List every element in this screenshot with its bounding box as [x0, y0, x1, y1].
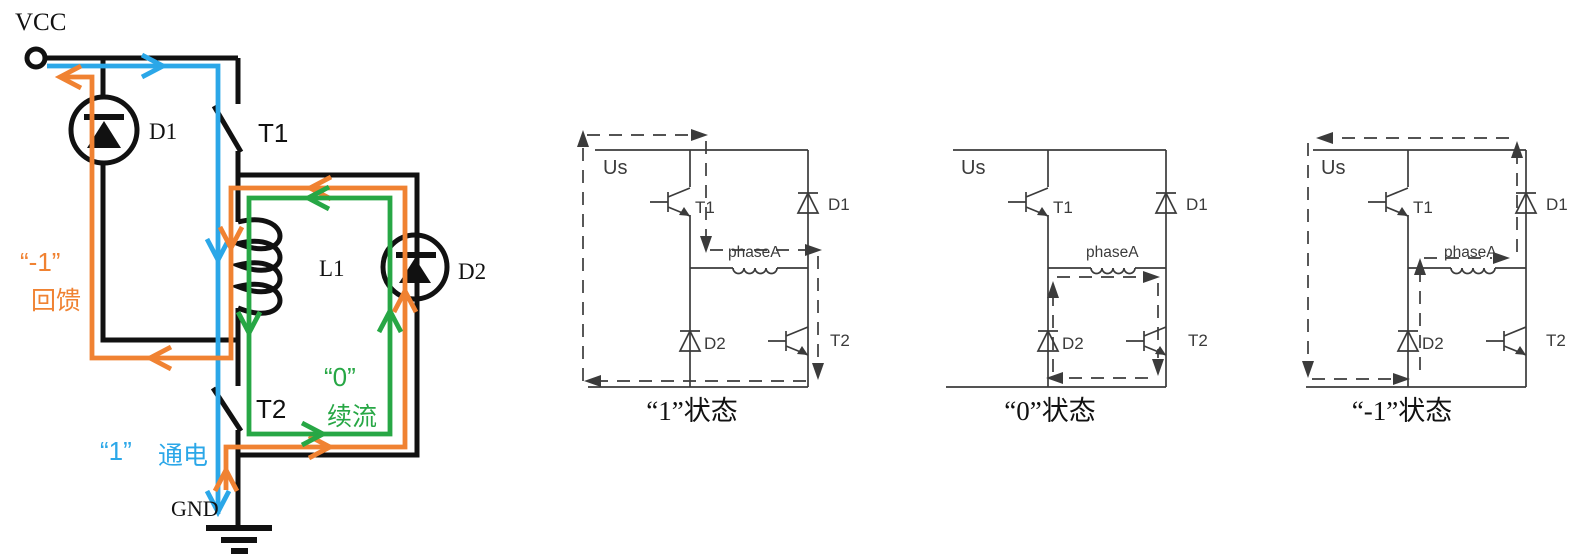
state-diagram-2: Us T1 D1 phaseA D2 T2 “0”状态 — [946, 149, 1208, 426]
t1-transistor — [1368, 187, 1409, 217]
arrow-down-icon — [700, 236, 712, 253]
caption: “1”状态 — [646, 396, 737, 426]
l1-label: L1 — [319, 256, 345, 281]
arrow-left-icon — [302, 184, 331, 212]
d1-label: D1 — [1546, 195, 1568, 214]
phase-winding — [732, 267, 778, 275]
t1-label: T1 — [1053, 198, 1073, 217]
arrow-left-icon — [54, 63, 83, 91]
l1-inductor — [229, 217, 283, 316]
left-diagram: VCC D1 T1 L1 D2 T2 GND “-1” 回馈 “0” 续流 “1… — [15, 9, 486, 554]
gnd-label: GND — [171, 496, 219, 521]
arrow-right-icon — [805, 244, 822, 256]
current-path-dashed — [577, 129, 824, 387]
t2-label: T2 — [1188, 331, 1208, 350]
t1-label: T1 — [1413, 198, 1433, 217]
arrow-right-icon — [1493, 252, 1510, 264]
phase-winding — [1090, 267, 1136, 275]
energize-name-label: 通电 — [158, 442, 208, 470]
solid-circuit — [946, 149, 1167, 388]
d2-label: D2 — [458, 259, 486, 284]
t2-transistor — [768, 326, 809, 356]
d1-diode — [68, 94, 140, 166]
t2-transistor — [1126, 326, 1167, 356]
us-label: Us — [1321, 157, 1345, 179]
arrow-up-icon — [376, 305, 404, 334]
arrow-up-icon — [1511, 141, 1523, 158]
t2-label: T2 — [830, 331, 850, 350]
us-label: Us — [603, 157, 627, 179]
arrow-left-icon — [1046, 372, 1063, 384]
arrow-down-icon — [235, 310, 263, 339]
arrow-right-icon — [300, 420, 329, 448]
arrow-left-icon — [144, 344, 173, 372]
freewheel-state-label: “0” — [324, 362, 356, 392]
t1-label: T1 — [695, 198, 715, 217]
arrow-down-icon — [812, 363, 824, 380]
arrow-up-icon — [1414, 258, 1426, 275]
t2-label: T2 — [256, 394, 286, 424]
arrow-right-icon — [691, 129, 708, 141]
caption: “0”状态 — [1004, 396, 1095, 426]
d2-diode — [678, 329, 702, 352]
caption: “-1”状态 — [1352, 396, 1452, 426]
energize-state-label: “1” — [100, 436, 132, 466]
d2-diode — [1396, 329, 1420, 352]
state-diagram-1: Us T1 D1 phaseA D2 T2 “1”状态 — [577, 129, 850, 426]
arrow-up-icon — [212, 464, 240, 493]
phase-label: phaseA — [1086, 244, 1139, 261]
t2-transistor — [1486, 326, 1527, 356]
solid-circuit — [1306, 149, 1527, 388]
arrow-left-icon — [1316, 132, 1333, 144]
arrow-down-icon — [1152, 359, 1164, 376]
arrow-down-icon — [204, 489, 232, 518]
freewheel-path — [235, 184, 404, 448]
arrow-right-icon — [140, 52, 169, 80]
d1-diode — [1154, 191, 1178, 214]
t1-label: T1 — [258, 118, 288, 148]
arrow-right-icon — [1143, 271, 1160, 283]
t2-label: T2 — [1546, 331, 1566, 350]
ground-symbol — [206, 525, 272, 554]
d1-diode — [796, 191, 820, 214]
d1-label: D1 — [149, 119, 177, 144]
arrow-up-icon — [577, 130, 589, 147]
current-path-dashed — [1046, 271, 1164, 384]
d1-label: D1 — [1186, 195, 1208, 214]
feedback-state-label: “-1” — [20, 247, 60, 277]
phase-label: phaseA — [1444, 244, 1497, 261]
d2-label: D2 — [1062, 334, 1084, 353]
feedback-name-label: 回馈 — [31, 287, 81, 315]
arrow-down-icon — [204, 237, 232, 266]
d2-label: D2 — [1422, 334, 1444, 353]
arrow-up-icon — [391, 285, 419, 314]
arrow-up-icon — [1047, 281, 1059, 298]
arrow-down-icon — [217, 225, 245, 254]
arrow-left-icon — [584, 375, 601, 387]
vcc-terminal — [24, 46, 48, 70]
current-path-dashed — [1302, 132, 1523, 385]
d1-label: D1 — [828, 195, 850, 214]
phase-label: phaseA — [728, 244, 781, 261]
energize-path — [47, 52, 232, 518]
state-diagram-3: Us T1 D1 phaseA D2 T2 “-1”状态 — [1302, 132, 1568, 426]
freewheel-name-label: 续流 — [327, 403, 377, 431]
phase-winding — [1450, 267, 1496, 275]
us-label: Us — [961, 157, 985, 179]
d1-diode — [1514, 191, 1538, 214]
solid-circuit — [588, 149, 809, 388]
d2-label: D2 — [704, 334, 726, 353]
t1-transistor — [650, 187, 691, 217]
arrow-left-icon — [304, 174, 333, 202]
arrow-right-icon — [1393, 373, 1410, 385]
t1-transistor — [1008, 187, 1049, 217]
arrow-down-icon — [1302, 361, 1314, 378]
vcc-label: VCC — [15, 9, 66, 36]
